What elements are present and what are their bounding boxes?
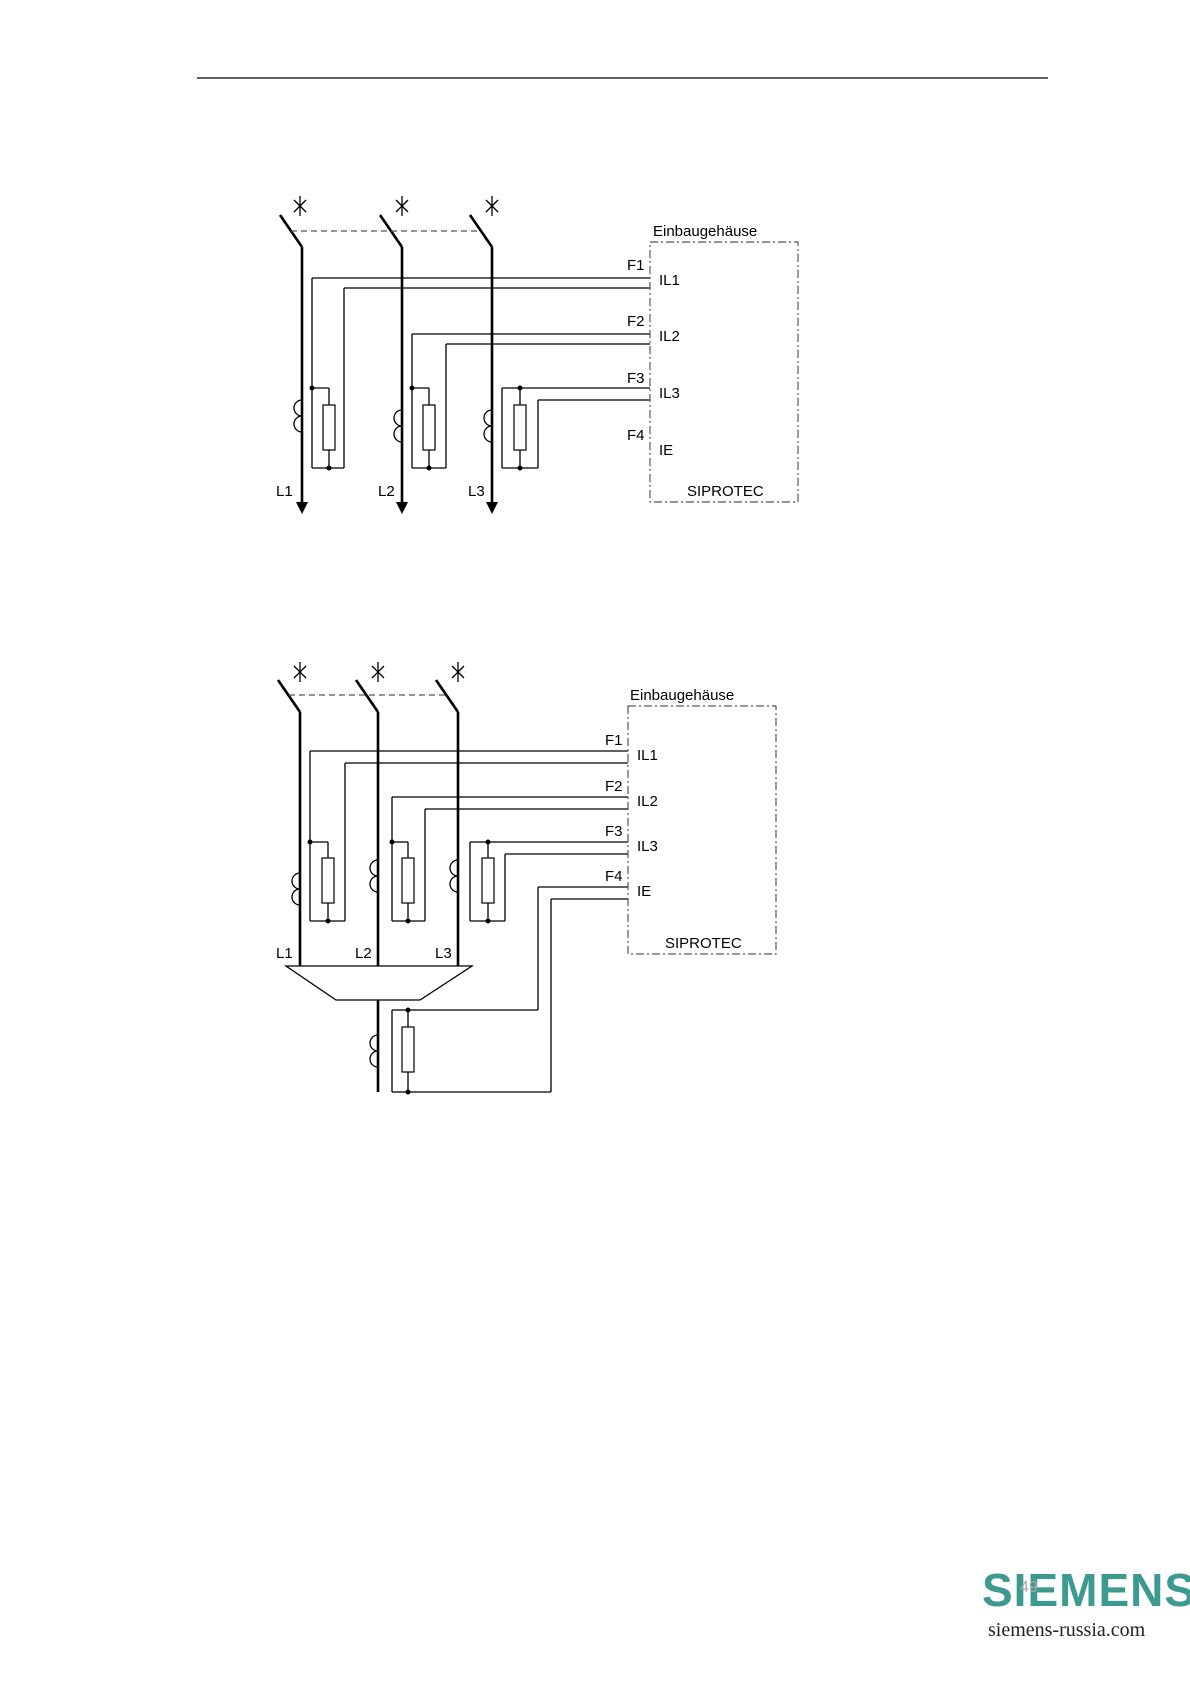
burden-resistor bbox=[402, 858, 414, 903]
housing-box bbox=[628, 706, 776, 954]
burden-resistor bbox=[402, 1027, 414, 1072]
housing-label: Einbaugehäuse bbox=[653, 223, 757, 240]
page-number: 49 bbox=[1020, 1579, 1038, 1596]
burden-resistor bbox=[323, 405, 335, 450]
device-label: SIPROTEC bbox=[665, 935, 742, 952]
phase-label: L3 bbox=[435, 945, 452, 962]
phase-label: L3 bbox=[468, 483, 485, 500]
website-link[interactable]: siemens-russia.com bbox=[988, 1619, 1146, 1641]
fuse-label: F1 bbox=[605, 732, 623, 749]
current-transformer-l1 bbox=[294, 278, 650, 471]
fuse-label: F4 bbox=[627, 427, 645, 444]
burden-resistor bbox=[514, 405, 526, 450]
wiring-diagram-2: Einbaugehäuse SIPROTEC F1 F2 F3 F4 IL1 I… bbox=[276, 662, 776, 1095]
breaker-symbols bbox=[294, 662, 464, 682]
phase-label: L2 bbox=[378, 483, 395, 500]
phase-label: L1 bbox=[276, 945, 293, 962]
input-label: IL1 bbox=[637, 747, 658, 764]
phase-label: L2 bbox=[355, 945, 372, 962]
current-transformer-earth bbox=[370, 887, 628, 1095]
device-label: SIPROTEC bbox=[687, 483, 764, 500]
burden-resistor bbox=[322, 858, 334, 903]
siemens-logo: SIEMENS bbox=[982, 1564, 1190, 1616]
input-label: IL3 bbox=[637, 838, 658, 855]
current-transformer-l3 bbox=[484, 386, 650, 471]
fuse-label: F1 bbox=[627, 257, 645, 274]
fuse-label: F3 bbox=[627, 370, 645, 387]
arrow-l1 bbox=[296, 502, 308, 514]
phase-label: L1 bbox=[276, 483, 293, 500]
cable-transition bbox=[286, 966, 472, 1000]
burden-resistor bbox=[482, 858, 494, 903]
burden-resistor bbox=[423, 405, 435, 450]
input-label: IE bbox=[659, 442, 673, 459]
fuse-label: F4 bbox=[605, 868, 623, 885]
arrow-l3 bbox=[486, 502, 498, 514]
wiring-diagram-1: Einbaugehäuse SIPROTEC F1 F2 F3 F4 IL1 I… bbox=[276, 196, 798, 514]
fuse-label: F2 bbox=[627, 313, 645, 330]
breaker-symbols bbox=[294, 196, 498, 216]
fuse-label: F3 bbox=[605, 823, 623, 840]
input-label: IL2 bbox=[659, 328, 680, 345]
current-transformer-l2 bbox=[370, 797, 628, 924]
input-label: IL3 bbox=[659, 385, 680, 402]
input-label: IE bbox=[637, 883, 651, 900]
housing-label: Einbaugehäuse bbox=[630, 687, 734, 704]
current-transformer-l3 bbox=[450, 840, 628, 924]
input-label: IL1 bbox=[659, 272, 680, 289]
input-label: IL2 bbox=[637, 793, 658, 810]
current-transformer-l1 bbox=[292, 751, 628, 924]
fuse-label: F2 bbox=[605, 778, 623, 795]
arrow-l2 bbox=[396, 502, 408, 514]
footer: SIEMENS 49 siemens-russia.com bbox=[982, 1564, 1190, 1641]
